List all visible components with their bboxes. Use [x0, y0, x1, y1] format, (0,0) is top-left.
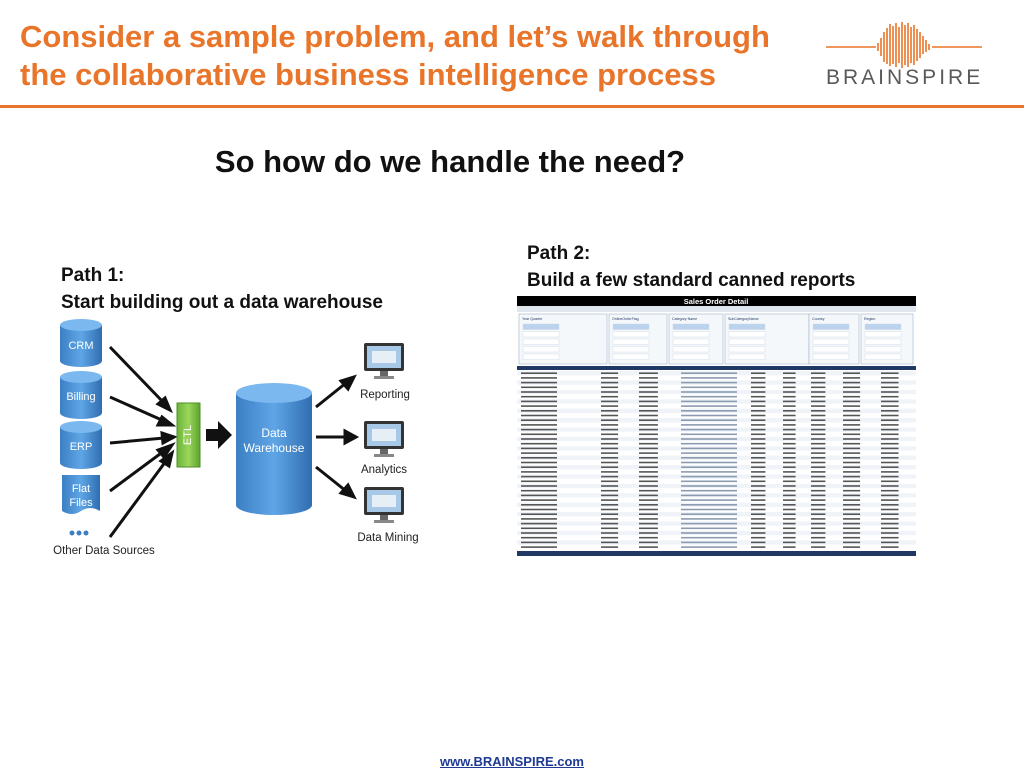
reporting-label: Reporting [360, 389, 410, 401]
report-table-row [517, 408, 916, 413]
erp-label: ERP [70, 441, 93, 453]
report-table-row [517, 530, 916, 536]
header-divider [0, 105, 1024, 108]
warehouse-label-1: Data [261, 426, 287, 440]
path1-text: Start building out a data warehouse [61, 292, 383, 313]
etl-box: ETL [176, 402, 201, 468]
path1-title: Path 1: [61, 265, 125, 286]
crm-label: CRM [68, 340, 93, 352]
report-table-row [517, 380, 916, 385]
report-table-row [517, 469, 916, 475]
logo-text: BRAINSPIRE [826, 66, 984, 89]
report-table-row [517, 497, 916, 503]
data-warehouse-cylinder: Data Warehouse [236, 383, 312, 515]
report-table-row [517, 488, 916, 493]
flat-files-label-1: Flat [72, 483, 90, 495]
report-table-row [517, 507, 916, 512]
brainspire-logo [826, 22, 982, 68]
other-data-sources-label: Other Data Sources [53, 545, 155, 557]
report-table-row [517, 446, 916, 451]
billing-database: Billing [60, 371, 102, 419]
etl-to-warehouse-arrow [206, 421, 232, 449]
source-arrows [108, 345, 178, 538]
report-table-row [517, 403, 916, 409]
report-slicer-title: Year Quarter [522, 317, 543, 321]
report-table-row [517, 512, 916, 517]
report-table-row [517, 516, 916, 522]
report-slicers: Year Quarter OnlineOrderFlag Category Name… [518, 313, 914, 365]
report-table-row [517, 436, 916, 442]
data-mining-label: Data Mining [357, 532, 418, 544]
report-table-row [517, 389, 916, 395]
report-table-row [517, 450, 916, 456]
path1-heading: Path 1: Start building out a data wareho… [61, 262, 383, 316]
report-table-row [517, 502, 916, 507]
slide-subtitle: So how do we handle the need? [214, 144, 686, 179]
crm-database: CRM [60, 319, 102, 367]
report-table-row [517, 460, 916, 465]
report-table-row [517, 474, 916, 479]
reporting-monitor-icon [364, 343, 404, 379]
analytics-monitor-icon [364, 421, 404, 457]
path2-text: Build a few standard canned reports [527, 270, 856, 291]
report-table-row [517, 455, 916, 460]
more-dots-icon [69, 530, 89, 536]
report-slicer-title: Country [812, 317, 825, 321]
report-table-row [517, 493, 916, 498]
report-slicer-title: Region [864, 317, 875, 321]
report-slicer-title: OnlineOrderFlag [612, 317, 639, 321]
report-title: Sales Order Detail [684, 297, 749, 306]
sales-order-report-thumbnail: Sales Order Detail Year Quarter OnlineOrd… [517, 296, 916, 558]
billing-label: Billing [66, 391, 95, 403]
slide-title-line-1: Consider a sample problem, and let’s wal… [20, 19, 770, 54]
report-table [517, 371, 916, 550]
warehouse-label-2: Warehouse [244, 441, 305, 455]
report-table-row [517, 427, 916, 432]
report-table-row [517, 540, 916, 545]
report-slicer-title: SubCategoryName [728, 317, 759, 321]
report-table-row [517, 535, 916, 540]
output-arrows [315, 374, 360, 500]
path2-heading: Path 2: Build a few standard canned repo… [527, 240, 855, 294]
report-slicer: OnlineOrderFlag [608, 313, 668, 365]
flat-files-document: Flat Files [62, 475, 100, 514]
report-table-row [517, 385, 916, 390]
report-table-row [517, 479, 916, 484]
report-table-row [517, 521, 916, 526]
report-table-row [517, 371, 916, 376]
report-slicer: Region [860, 313, 914, 365]
report-slicer-title: Category Name [672, 317, 697, 321]
report-table-row [517, 418, 916, 423]
report-table-row [517, 465, 916, 470]
etl-label: ETL [182, 425, 194, 445]
report-table-row [517, 413, 916, 418]
report-table-row [517, 432, 916, 437]
report-slicer: Category Name [668, 313, 724, 365]
erp-database: ERP [60, 421, 102, 469]
report-table-row [517, 441, 916, 446]
path2-title: Path 2: [527, 243, 591, 264]
brainspire-website-link[interactable]: www.BRAINSPIRE.com [440, 754, 584, 769]
analytics-label: Analytics [361, 464, 407, 476]
report-table-row [517, 526, 916, 531]
report-table-row [517, 394, 916, 399]
slide-title: Consider a sample problem, and let’s wal… [20, 18, 820, 94]
report-table-row [517, 483, 916, 489]
data-mining-monitor-icon [364, 487, 404, 523]
report-table-row [517, 422, 916, 428]
flat-files-label-2: Files [69, 497, 93, 509]
report-table-row [517, 544, 916, 550]
slide-title-line-2: the collaborative business intelligence … [20, 57, 717, 92]
report-table-row [517, 375, 916, 381]
data-warehouse-diagram: CRM Billing ERP Flat Files Other Data So… [53, 319, 419, 557]
report-table-row [517, 399, 916, 404]
report-slicer: Year Quarter [518, 313, 608, 365]
report-slicer: Country [808, 313, 860, 365]
footer: www.BRAINSPIRE.com [0, 754, 1024, 769]
report-slicer: SubCategoryName [724, 313, 810, 365]
